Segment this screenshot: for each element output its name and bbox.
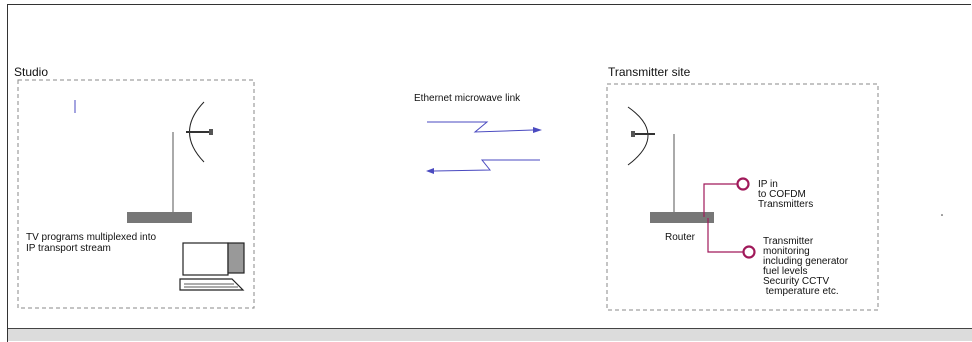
transmitter-dish-icon bbox=[627, 106, 675, 212]
monitor-line1: Transmitter bbox=[763, 236, 814, 247]
diagram-frame bbox=[7, 4, 971, 342]
monitoring-port-icon bbox=[742, 245, 756, 259]
microwave-link-return-arrow bbox=[426, 159, 540, 174]
studio-title: Studio bbox=[14, 65, 48, 79]
router-bar bbox=[650, 212, 714, 223]
bottom-strip bbox=[8, 328, 972, 341]
studio-multiplexer-bar bbox=[127, 212, 192, 223]
transmitter-title: Transmitter site bbox=[608, 65, 691, 79]
studio-dish-icon bbox=[172, 101, 213, 212]
monitor-line5: Security CCTV bbox=[763, 276, 829, 287]
monitor-line4: fuel levels bbox=[763, 266, 807, 277]
ip-in-port-icon bbox=[736, 177, 750, 191]
studio-caption-line2: IP transport stream bbox=[26, 243, 111, 254]
monitor-line6: temperature etc. bbox=[763, 286, 839, 297]
microwave-link-forward-arrow bbox=[427, 121, 542, 133]
transmitter-box bbox=[606, 83, 879, 311]
monitoring-connector bbox=[707, 218, 744, 253]
studio-box bbox=[17, 79, 255, 309]
studio-caption-line1: TV programs multiplexed into bbox=[26, 232, 156, 243]
monitor-line2: monitoring bbox=[763, 246, 810, 257]
stray-dot bbox=[941, 214, 943, 216]
monitor-line3: including generator bbox=[763, 256, 849, 267]
link-label: Ethernet microwave link bbox=[414, 93, 521, 104]
ip-in-connector bbox=[703, 183, 738, 217]
ip-in-line3: Transmitters bbox=[758, 199, 813, 210]
ip-in-line1: IP in bbox=[758, 179, 778, 190]
ip-in-line2: to COFDM bbox=[758, 189, 806, 200]
computer-icon bbox=[179, 242, 245, 291]
router-label: Router bbox=[665, 232, 696, 243]
